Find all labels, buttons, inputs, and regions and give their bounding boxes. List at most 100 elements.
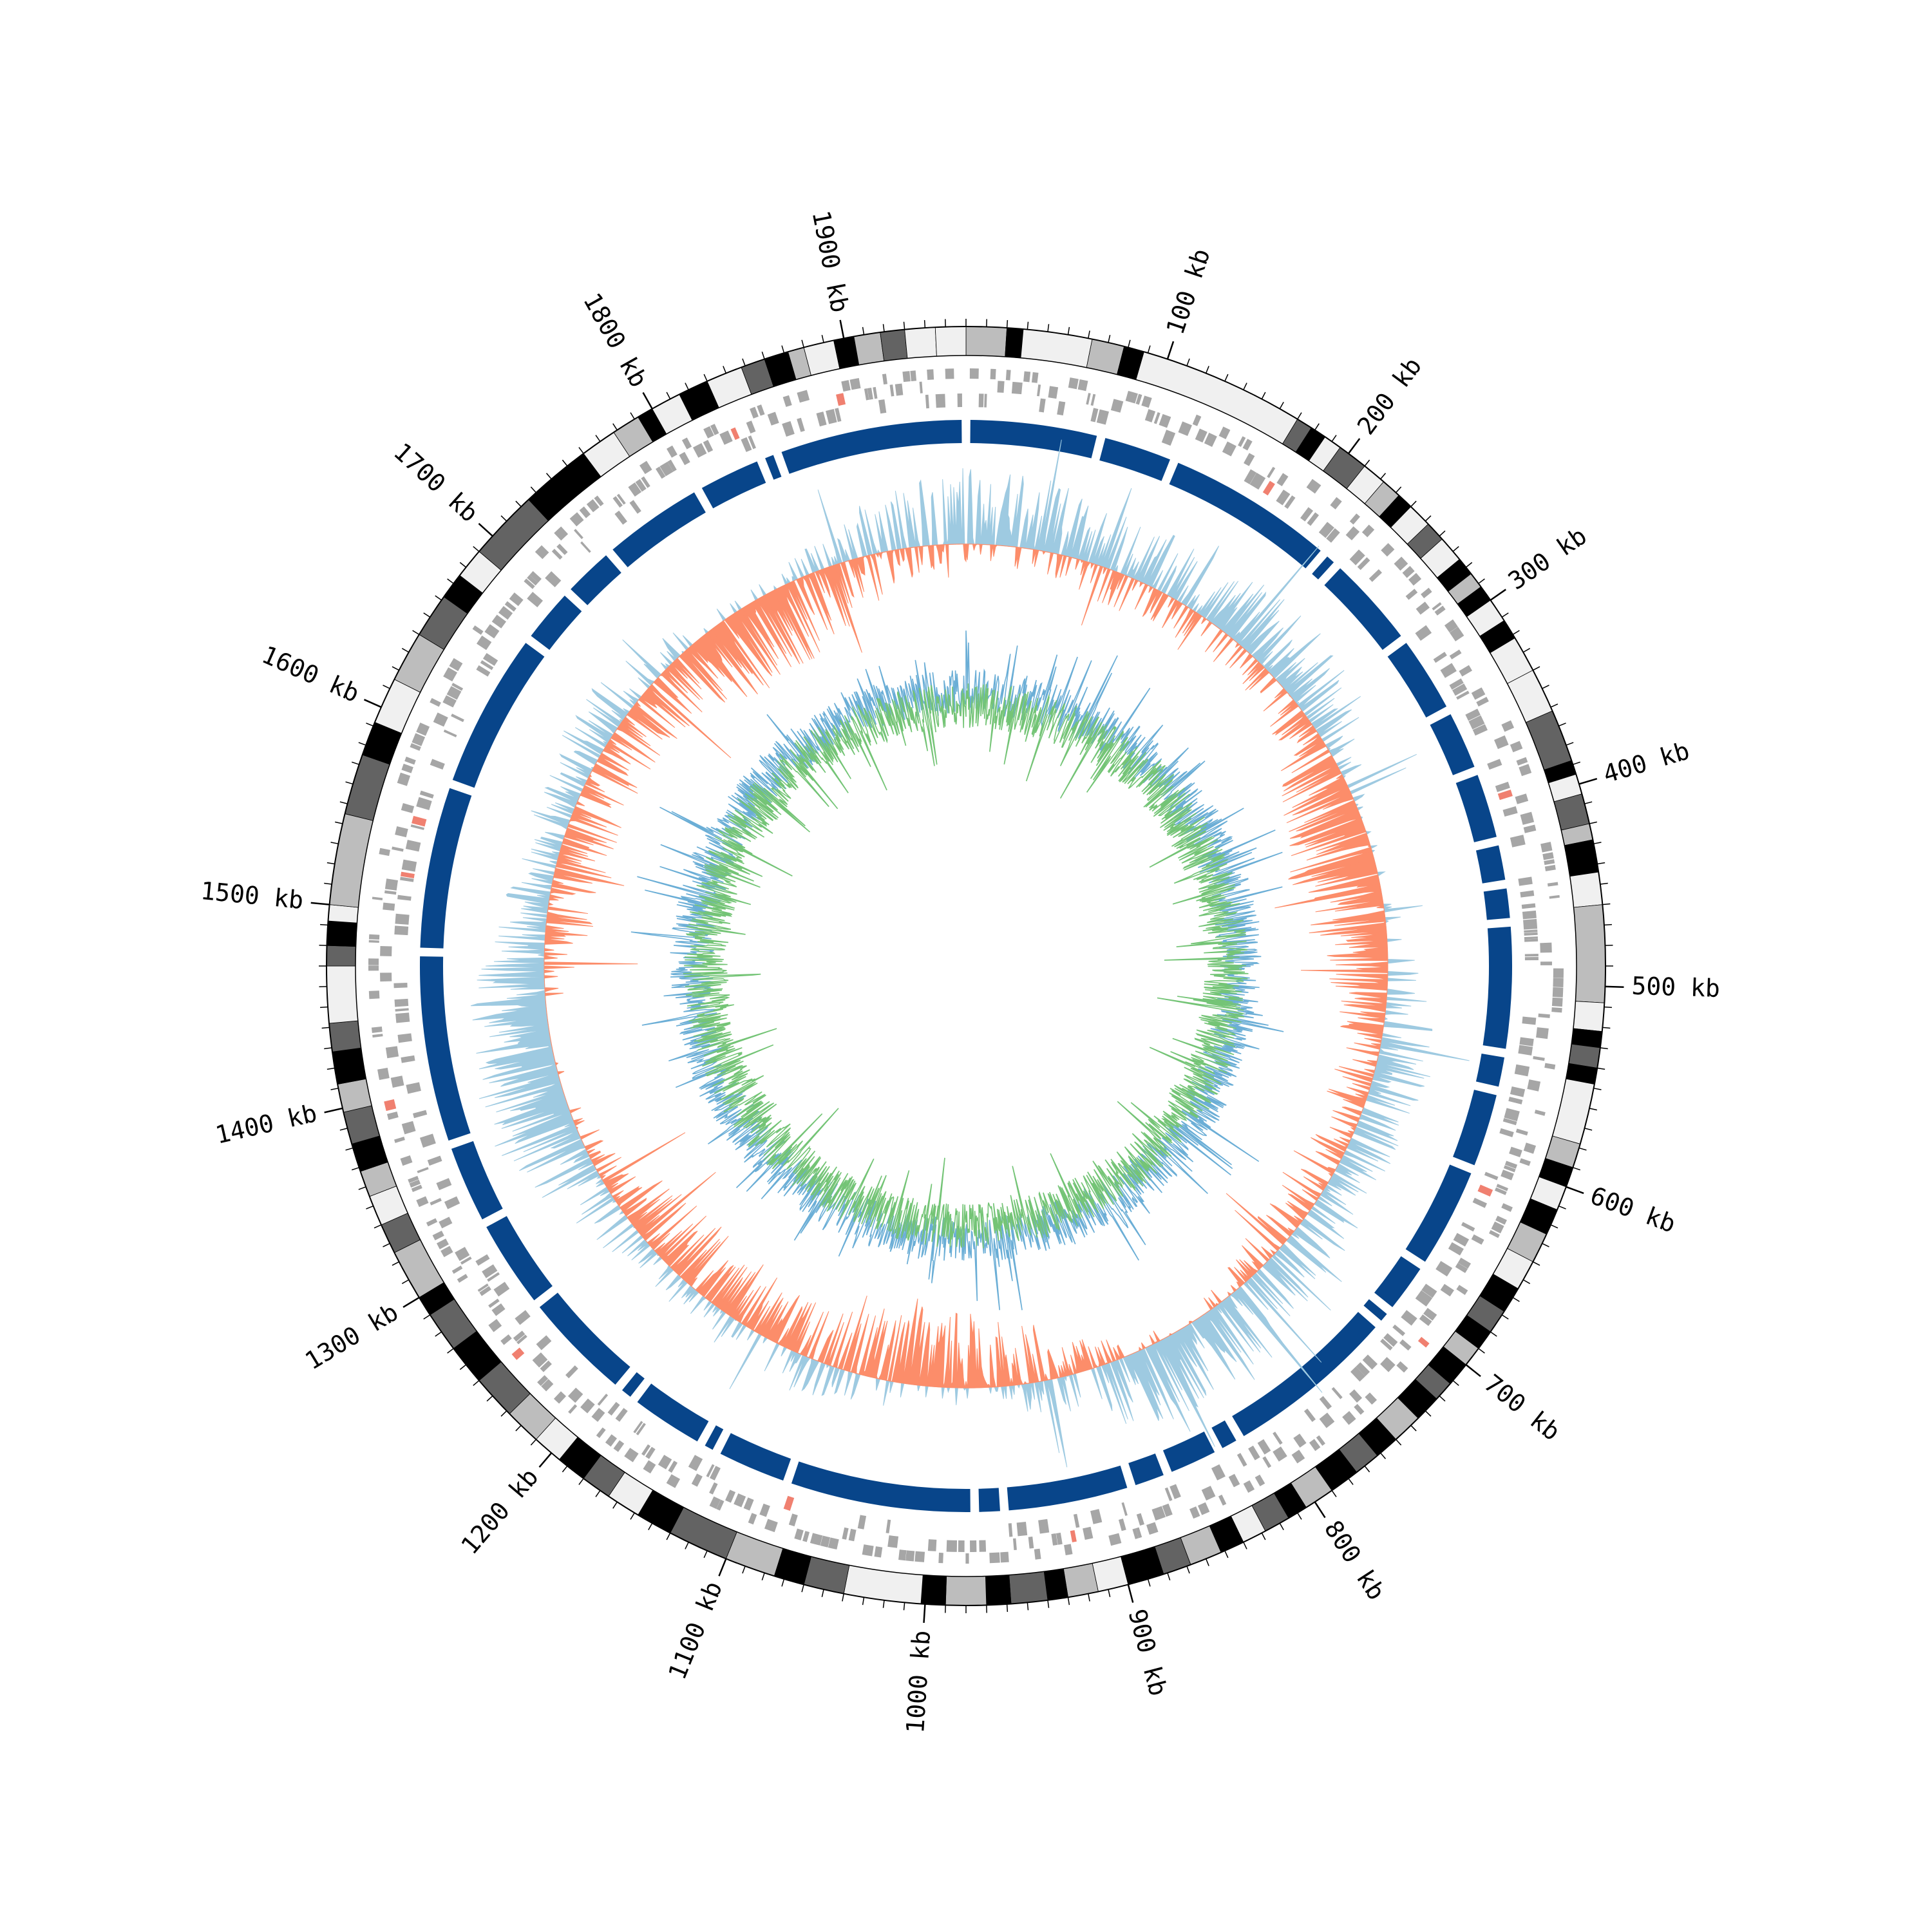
segment-block	[720, 1433, 791, 1481]
feature-block	[1544, 1063, 1556, 1070]
tick-label: 1700 kb	[388, 437, 484, 527]
feature-block	[1005, 370, 1011, 381]
minor-tick	[327, 1067, 335, 1070]
major-tick	[642, 392, 653, 410]
feature-block	[1524, 953, 1539, 957]
feature-block	[500, 1334, 512, 1345]
feature-block	[1440, 1283, 1454, 1297]
feature-block	[1306, 478, 1321, 494]
feature-block	[1468, 715, 1485, 730]
minor-tick	[821, 1589, 824, 1597]
segment-block	[1482, 926, 1513, 1049]
minor-tick	[351, 761, 359, 765]
segment-block	[765, 455, 782, 480]
feature-block	[1192, 414, 1202, 426]
feature-block	[668, 1461, 678, 1473]
feature-block	[1405, 589, 1418, 600]
feature-block	[797, 417, 805, 432]
minor-tick	[742, 1566, 746, 1574]
feature-block	[1421, 587, 1432, 599]
feature-block	[551, 549, 563, 560]
feature-block	[1449, 678, 1464, 690]
feature-block	[568, 1404, 578, 1414]
feature-block	[433, 712, 448, 727]
major-tick	[1578, 778, 1598, 785]
minor-tick	[1224, 1550, 1229, 1558]
feature-block	[440, 1245, 453, 1258]
feature-block	[556, 544, 568, 555]
segment-block	[1169, 462, 1321, 569]
feature-block	[645, 1446, 656, 1459]
minor-tick	[781, 345, 785, 354]
feature-block	[849, 378, 861, 390]
feature-block	[591, 1408, 605, 1422]
feature-block	[527, 591, 544, 607]
segment-block	[571, 555, 621, 605]
minor-tick	[1205, 1558, 1209, 1566]
minor-tick	[1512, 630, 1520, 635]
feature-block	[1267, 466, 1276, 478]
feature-block	[449, 658, 463, 672]
feature-block	[1514, 1064, 1530, 1077]
feature-block	[1495, 1187, 1507, 1195]
minor-tick	[435, 1331, 442, 1337]
segment-block	[1099, 438, 1170, 481]
feature-block	[984, 393, 987, 408]
feature-block	[842, 1527, 849, 1540]
segment-block	[1007, 1465, 1128, 1511]
feature-block	[377, 1068, 390, 1081]
minor-tick	[1425, 515, 1432, 522]
minor-tick	[1243, 1542, 1247, 1549]
feature-block	[1291, 1450, 1305, 1464]
minor-tick	[374, 1224, 382, 1229]
segment-block	[1483, 888, 1510, 920]
feature-block	[472, 625, 484, 635]
feature-block	[1417, 1336, 1430, 1348]
feature-block	[1394, 556, 1408, 571]
minor-tick	[412, 630, 420, 635]
feature-block	[710, 424, 719, 435]
feature-block	[1433, 652, 1447, 663]
minor-tick	[1108, 1589, 1111, 1597]
feature-block	[1257, 1439, 1271, 1455]
feature-block	[1504, 1108, 1520, 1122]
feature-block	[405, 840, 421, 852]
feature-block	[1515, 1128, 1528, 1136]
feature-block	[734, 1493, 746, 1508]
feature-block	[488, 1319, 502, 1332]
feature-block	[1553, 978, 1564, 988]
feature-block	[725, 1490, 736, 1503]
feature-block	[493, 1282, 510, 1297]
minor-tick	[1604, 1006, 1612, 1009]
minor-tick	[648, 1522, 653, 1531]
major-tick	[402, 1296, 420, 1308]
minor-tick	[423, 612, 431, 618]
feature-block	[1090, 1509, 1103, 1524]
tick-label: 1300 kb	[300, 1298, 403, 1376]
feature-block	[457, 1274, 468, 1283]
major-tick	[538, 1452, 553, 1468]
feature-block	[1491, 1221, 1504, 1234]
segment-block	[1374, 1256, 1421, 1307]
feature-block	[597, 1394, 609, 1406]
feature-block	[969, 368, 979, 379]
feature-block	[615, 1408, 628, 1422]
feature-block	[1365, 1392, 1378, 1405]
feature-track	[368, 368, 1564, 1564]
tick-label: 100 kb	[1161, 245, 1216, 338]
minor-tick	[1578, 1147, 1587, 1151]
segment-block	[1405, 1164, 1472, 1262]
feature-block	[1244, 453, 1255, 466]
minor-tick	[447, 578, 454, 584]
segment-block	[612, 492, 706, 567]
tick-label: 1900 kb	[807, 208, 855, 315]
feature-block	[384, 878, 398, 891]
segment-block	[1455, 775, 1497, 842]
feature-block	[1218, 426, 1231, 440]
minor-tick	[358, 742, 366, 746]
feature-block	[1318, 522, 1334, 538]
feature-block	[1201, 1486, 1216, 1501]
minor-tick	[742, 358, 746, 366]
feature-block	[1524, 936, 1538, 940]
segment-block	[791, 1461, 971, 1512]
